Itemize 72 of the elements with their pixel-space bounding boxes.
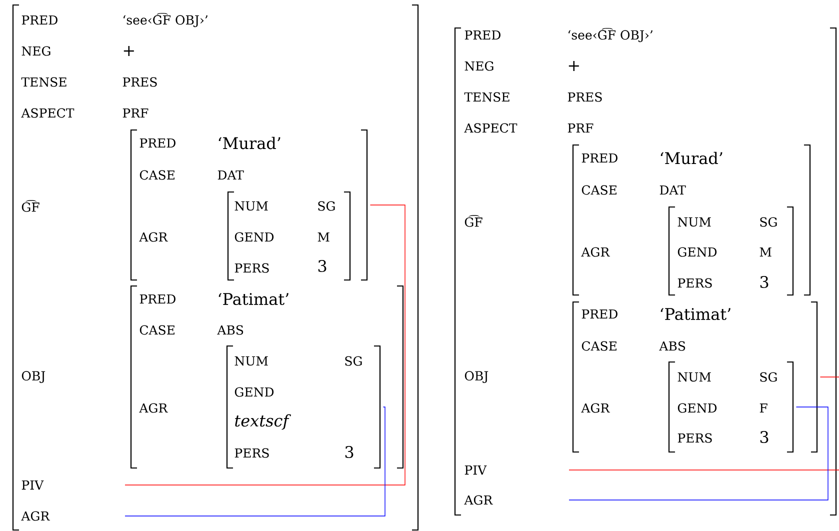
feature-value: DAT: [660, 185, 686, 195]
feature-label: PRED: [140, 294, 176, 304]
feature-label: GEND: [678, 403, 717, 413]
feature-label: ASPECT: [464, 123, 518, 133]
feature-label: AGR: [21, 511, 50, 521]
feature-label: CASE: [140, 325, 174, 335]
feature-label: NUM: [234, 356, 268, 366]
feature-value: M: [760, 247, 772, 257]
feature-label: PRED: [582, 153, 618, 163]
feature-value: ‘Patimat’: [218, 292, 288, 306]
feature-label: CASE: [582, 185, 616, 195]
feature-label: AGR: [139, 403, 168, 413]
feature-value: PRES: [568, 92, 602, 102]
feature-label: ASPECT: [21, 108, 74, 118]
feature-value: SG: [760, 217, 777, 227]
feature-label: PERS: [678, 433, 712, 443]
feature-label: NEG: [464, 61, 494, 71]
feature-label: OBJ: [22, 371, 46, 383]
feature-label: AGR: [139, 232, 168, 242]
feature-label: PRED: [582, 309, 618, 319]
feature-label: GEND: [234, 232, 274, 242]
feature-label: PERS: [234, 448, 269, 458]
feature-label: CASE: [140, 170, 174, 180]
feature-value: PRF: [122, 108, 148, 118]
feature-label: NEG: [22, 46, 50, 56]
connector-line: [568, 406, 828, 500]
feature-value: ‘Patimat’: [660, 308, 730, 320]
feature-value: 3: [760, 276, 768, 288]
feature-value: 3: [760, 430, 768, 444]
feature-value: 3: [318, 260, 326, 272]
feature-label: TENSE: [21, 77, 66, 87]
feature-value: M: [318, 232, 330, 242]
feature-value: textscf: [235, 414, 291, 430]
feature-label: PRED: [464, 30, 500, 40]
feature-label: NUM: [234, 201, 268, 211]
feature-value: ‘see‹G͡F OBJ›’: [123, 12, 208, 28]
feature-label: PIV: [464, 465, 487, 475]
feature-label: AGR: [581, 247, 610, 257]
feature-value: ABS: [217, 325, 244, 335]
feature-label: OBJ: [464, 371, 488, 383]
feature-label: PRED: [140, 138, 176, 148]
feature-value: PRF: [568, 123, 594, 133]
feature-label: G͡F: [464, 215, 482, 227]
feature-value: +: [124, 46, 134, 56]
feature-label: AGR: [464, 495, 493, 505]
feature-label: AGR: [581, 403, 610, 413]
feature-value: ‘see‹G͡F OBJ›’: [568, 28, 652, 42]
feature-label: CASE: [582, 341, 616, 351]
connector-line: [124, 406, 386, 516]
connector-line: [124, 204, 406, 486]
feature-value: ABS: [659, 341, 686, 351]
feature-value: PRES: [122, 77, 157, 87]
feature-label: G͡F: [22, 200, 40, 212]
feature-value: DAT: [218, 170, 244, 180]
feature-value: 3: [345, 446, 354, 458]
feature-value: SG: [760, 372, 777, 382]
feature-label: GEND: [234, 387, 274, 397]
feature-label: PERS: [234, 263, 269, 273]
feature-value: SG: [345, 356, 362, 366]
connector-line: [568, 376, 839, 470]
feature-label: PIV: [22, 480, 44, 490]
feature-label: NUM: [678, 372, 711, 382]
feature-label: PERS: [678, 278, 712, 288]
feature-value: F: [760, 403, 768, 413]
feature-value: +: [568, 61, 579, 72]
feature-value: ‘Murad’: [218, 136, 280, 150]
feature-value: ‘Murad’: [660, 152, 722, 164]
feature-label: PRED: [22, 15, 58, 25]
feature-value: SG: [318, 201, 335, 211]
feature-label: TENSE: [464, 92, 510, 102]
feature-label: GEND: [678, 247, 717, 257]
feature-label: NUM: [678, 217, 711, 227]
